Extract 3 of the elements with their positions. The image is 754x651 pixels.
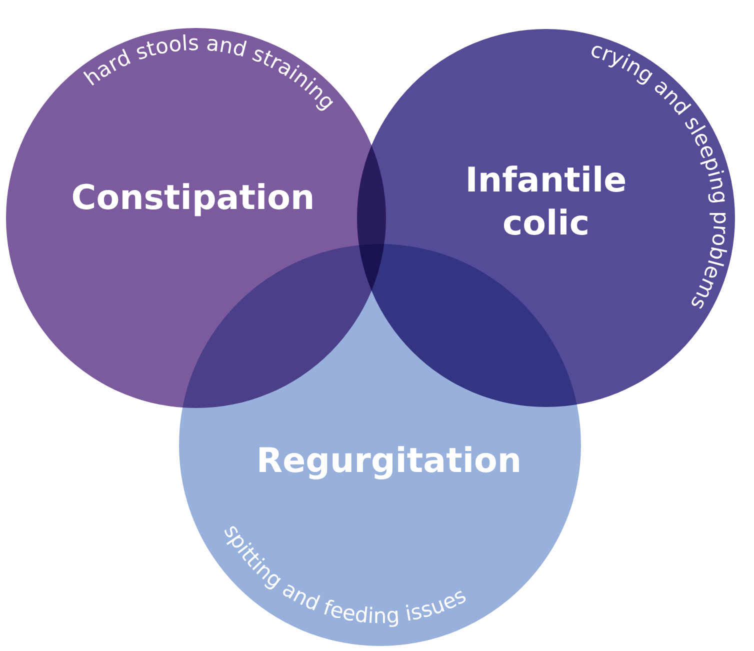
- circle-heading: Infantile colic: [464, 160, 628, 244]
- circle-heading: Regurgitation: [255, 440, 523, 482]
- circle-heading: Constipation: [70, 176, 316, 220]
